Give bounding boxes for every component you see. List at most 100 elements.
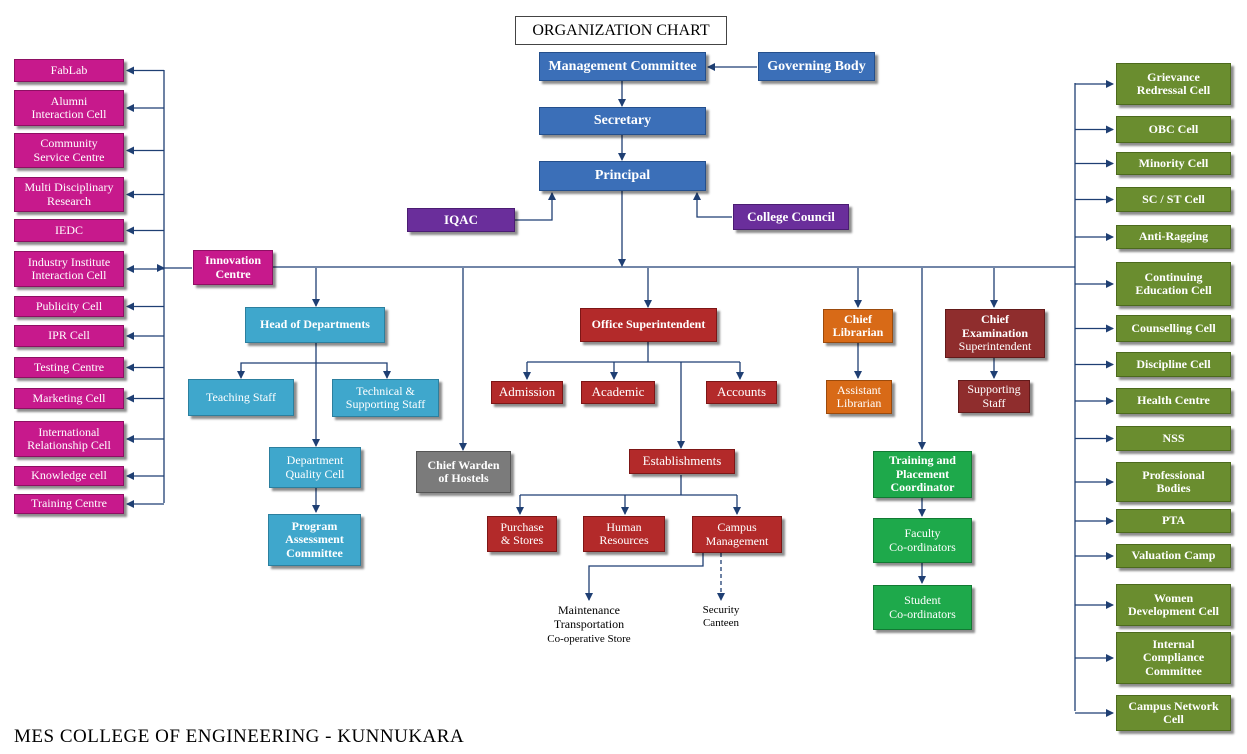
cell-label: Continuing bbox=[1144, 269, 1203, 284]
left-cell-box[interactable]: FabLab bbox=[14, 59, 124, 82]
cell-label: FabLab bbox=[50, 62, 88, 77]
establishments-label: Establishments bbox=[642, 453, 722, 469]
secretary-box[interactable]: Secretary bbox=[539, 107, 706, 135]
cell-label: Campus Network bbox=[1128, 698, 1219, 713]
human-resources-line1: Human bbox=[606, 519, 642, 534]
head-of-departments-box[interactable]: Head of Departments bbox=[245, 307, 385, 343]
iqac-box[interactable]: IQAC bbox=[407, 208, 515, 232]
teaching-staff-box[interactable]: Teaching Staff bbox=[188, 379, 294, 416]
left-cell-box[interactable]: Testing Centre bbox=[14, 357, 124, 378]
right-cell-box[interactable]: Anti-Ragging bbox=[1116, 225, 1231, 249]
chief-warden-line1: Chief Warden bbox=[427, 457, 500, 472]
cell-label: IEDC bbox=[55, 222, 83, 237]
cell-label: Grievance bbox=[1147, 69, 1200, 84]
cell-label: Interaction Cell bbox=[31, 107, 107, 121]
left-cell-box[interactable]: IEDC bbox=[14, 219, 124, 242]
chief-warden-line2: of Hostels bbox=[438, 471, 489, 485]
chief-exam-line2: Examination bbox=[961, 325, 1028, 340]
program-assessment-line1: Program bbox=[291, 518, 338, 533]
office-superintendent-label: Office Superintendent bbox=[591, 317, 706, 332]
academic-box[interactable]: Academic bbox=[581, 381, 655, 404]
right-cell-box[interactable]: PTA bbox=[1116, 509, 1231, 533]
cell-label: Marketing Cell bbox=[32, 390, 106, 405]
cell-label: Compliance bbox=[1142, 650, 1205, 665]
cell-label: Knowledge cell bbox=[31, 468, 107, 483]
management-committee-box[interactable]: Management Committee bbox=[539, 52, 706, 81]
management-committee-label: Management Committee bbox=[548, 58, 697, 74]
accounts-box[interactable]: Accounts bbox=[706, 381, 777, 404]
student-line1: Student bbox=[904, 593, 941, 608]
left-cell-box[interactable]: Marketing Cell bbox=[14, 388, 124, 409]
right-cell-box[interactable]: Minority Cell bbox=[1116, 152, 1231, 175]
placement-line1: Training and bbox=[889, 453, 956, 468]
left-cell-box[interactable]: IPR Cell bbox=[14, 325, 124, 347]
cell-label: Redressal Cell bbox=[1136, 83, 1211, 97]
cell-label: Discipline Cell bbox=[1136, 356, 1211, 371]
college-council-box[interactable]: College Council bbox=[733, 204, 849, 230]
innovation-centre-line1: Innovation bbox=[204, 253, 262, 268]
cell-label: International bbox=[38, 424, 100, 439]
cell-label: Professional bbox=[1142, 467, 1205, 482]
cell-label: Committee bbox=[1145, 663, 1202, 678]
right-cell-box[interactable]: NSS bbox=[1116, 426, 1231, 451]
innovation-centre-line2: Centre bbox=[215, 266, 251, 281]
technical-staff-line2: Supporting Staff bbox=[345, 397, 426, 411]
admission-box[interactable]: Admission bbox=[491, 381, 563, 404]
right-cell-box[interactable]: Health Centre bbox=[1116, 388, 1231, 414]
campus-management-line2: Management bbox=[705, 533, 769, 548]
iqac-label: IQAC bbox=[444, 211, 478, 227]
left-cell-box[interactable]: Training Centre bbox=[14, 494, 124, 514]
right-cell-box[interactable]: Counselling Cell bbox=[1116, 315, 1231, 342]
college-council-label: College Council bbox=[747, 208, 835, 224]
left-cell-box[interactable]: Knowledge cell bbox=[14, 466, 124, 486]
governing-body-label: Governing Body bbox=[767, 58, 866, 74]
principal-box[interactable]: Principal bbox=[539, 161, 706, 191]
program-assessment-line2: Assessment bbox=[285, 532, 344, 547]
left-cell-box[interactable]: Publicity Cell bbox=[14, 296, 124, 317]
purchase-stores-box[interactable]: Purchase& Stores bbox=[487, 516, 557, 552]
technical-staff-box[interactable]: Technical &Supporting Staff bbox=[332, 379, 439, 417]
right-cell-box[interactable]: SC / ST Cell bbox=[1116, 187, 1231, 212]
admission-label: Admission bbox=[498, 384, 556, 400]
governing-body-box[interactable]: Governing Body bbox=[758, 52, 875, 81]
right-cell-box[interactable]: Valuation Camp bbox=[1116, 544, 1231, 568]
footer-college-name: MES COLLEGE OF ENGINEERING - KUNNUKARA bbox=[14, 726, 465, 747]
cell-label: SC / ST Cell bbox=[1142, 191, 1205, 206]
cell-label: Alumni bbox=[50, 93, 88, 108]
head-of-departments-label: Head of Departments bbox=[260, 317, 370, 332]
establishments-box[interactable]: Establishments bbox=[629, 449, 735, 474]
cell-label: Testing Centre bbox=[33, 359, 105, 374]
right-cell-box[interactable]: Discipline Cell bbox=[1116, 352, 1231, 377]
cell-label: PTA bbox=[1161, 513, 1186, 528]
office-superintendent-box[interactable]: Office Superintendent bbox=[580, 308, 717, 342]
campus-management-line1: Campus bbox=[717, 520, 757, 535]
right-cell-box[interactable]: OBC Cell bbox=[1116, 116, 1231, 143]
cell-label: Training Centre bbox=[31, 496, 107, 511]
